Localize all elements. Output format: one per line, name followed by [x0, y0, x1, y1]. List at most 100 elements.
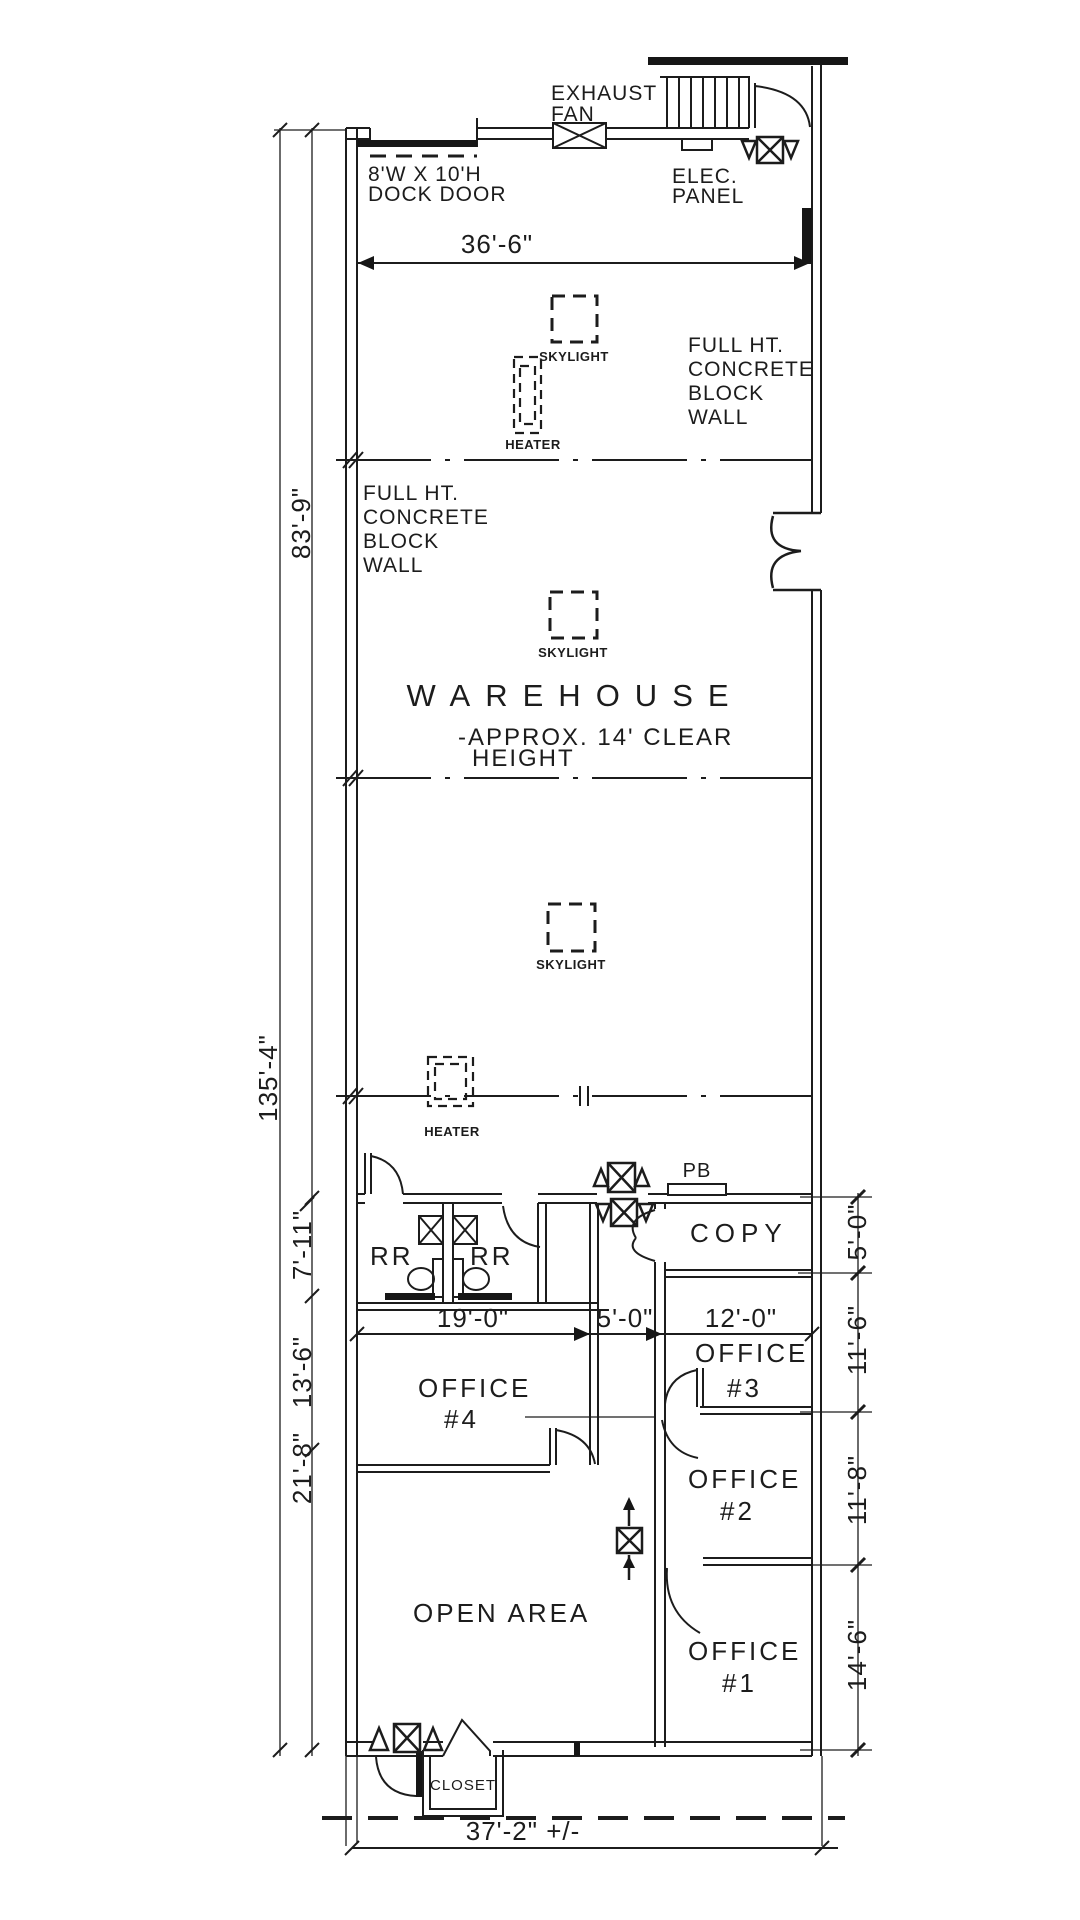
top-wall: [346, 118, 749, 147]
office2-label: OFFICE: [688, 1464, 801, 1494]
grid-line-break-ticks: [342, 451, 589, 1106]
rr-left-label: RR: [370, 1241, 414, 1271]
corridor-wall: [357, 1193, 812, 1204]
dim-rr-height: 7'-11": [287, 1210, 317, 1280]
label-dock-line1: 8'W X 10'H: [368, 163, 482, 186]
toilet-bowl-icon: [407, 1267, 435, 1291]
pb-panel: PB: [667, 1160, 727, 1196]
right-wall-pilaster: [802, 208, 812, 263]
skylight-label: SKYLIGHT: [538, 645, 608, 660]
skylight-1: SKYLIGHT: [539, 294, 608, 364]
interior-dimension-row: 19'-0" 5'-0" 12'-0": [349, 1303, 820, 1342]
warehouse-note-line2: HEIGHT: [472, 745, 575, 772]
exhaust-fan-x: [552, 122, 607, 149]
office1-door: [665, 1567, 701, 1634]
wall-note-line4: WALL: [688, 406, 748, 429]
heater-label: HEATER: [505, 437, 561, 452]
copy-room-label: COPY: [690, 1218, 788, 1248]
office3-number: #3: [727, 1373, 762, 1403]
right-dimension-chain: 5'-0" 11'-6" 11'-8" 14'-6": [798, 1188, 872, 1759]
copy-bottom-wall: [665, 1269, 812, 1278]
wall-note-line2: CONCRETE: [363, 506, 489, 529]
wall-note-line4: WALL: [363, 554, 423, 577]
concrete-wall-note-left: FULL HT. CONCRETE BLOCK WALL: [363, 482, 489, 577]
bottom-wall: [346, 1741, 812, 1757]
heater-icon: [512, 355, 543, 435]
office2-bottom-wall: [703, 1557, 812, 1566]
office2-number: #2: [720, 1496, 755, 1526]
dim-warehouse-height: 83'-9": [286, 487, 316, 559]
dim-top-width: 36'-6": [461, 229, 533, 259]
dim-open-height: 21'-8": [287, 1432, 317, 1504]
entry-door-swing: [375, 1756, 417, 1797]
pb-label: PB: [683, 1160, 712, 1182]
toilet-tanks: [432, 1258, 464, 1298]
light-fixture-corridor-upper: [592, 1161, 651, 1194]
light-fixture-corridor-lower: [594, 1197, 655, 1228]
heater-1: HEATER: [505, 355, 561, 452]
elec-panel-symbol: [681, 138, 713, 151]
closet: CLOSET: [422, 1718, 504, 1817]
restroom-fixtures: [385, 1215, 512, 1300]
top-width-dimension: 36'-6": [356, 229, 813, 276]
dim-bottom-width: 37'-2" +/-: [466, 1816, 581, 1846]
heater-2: HEATER: [424, 1055, 480, 1139]
label-elec-line2: PANEL: [672, 185, 744, 208]
light-fixture-open-area: [615, 1497, 644, 1580]
stair-treads: [660, 76, 750, 128]
top-right-canopy: [648, 57, 848, 65]
skylight-2: SKYLIGHT: [538, 590, 608, 660]
office2-door: [661, 1419, 699, 1459]
office1-number: #1: [722, 1668, 757, 1698]
label-elec-line1: ELEC.: [672, 165, 738, 188]
entry-door-leaf: [416, 1751, 422, 1797]
left-dimension-chain: 83'-9" 135'-4" 7'-11" 13'-6" 21'-8": [253, 122, 346, 1758]
restroom-door: [502, 1205, 541, 1248]
left-wall: [345, 128, 358, 1756]
heater-icon: [426, 1055, 475, 1108]
warehouse-door: [364, 1153, 404, 1195]
right-wall-double-door: [770, 511, 821, 592]
rr-right-label: RR: [470, 1241, 514, 1271]
wall-note-line3: BLOCK: [688, 382, 764, 405]
wall-note-line2: CONCRETE: [688, 358, 814, 381]
office-left-wall: [654, 1203, 666, 1747]
heater-label: HEATER: [424, 1124, 480, 1139]
office4-bottom-wall: [357, 1464, 550, 1473]
dim-19: 19'-0": [437, 1303, 509, 1333]
label-exhaust-line1: EXHAUST: [551, 82, 657, 105]
left-wall-extension: [345, 1756, 358, 1846]
office4-door: [549, 1428, 596, 1465]
office4-number: #4: [444, 1404, 479, 1434]
warehouse-title: WAREHOUSE: [406, 678, 743, 713]
restroom-counters: [385, 1293, 512, 1300]
right-wall: [811, 58, 822, 1756]
light-fixture-entry: [368, 1722, 444, 1754]
dim-copy-height: 5'-0": [842, 1204, 872, 1261]
open-area-label: OPEN AREA: [413, 1598, 590, 1628]
wall-note-line3: BLOCK: [363, 530, 439, 553]
light-arrowheads: [623, 1497, 635, 1568]
office-block-walls: [357, 1153, 812, 1747]
dim-office1-height: 14'-6": [842, 1619, 872, 1691]
warehouse-note-line1: -APPROX. 14' CLEAR: [458, 724, 733, 751]
skylight-3: SKYLIGHT: [536, 902, 605, 972]
top-exit-door: [748, 83, 811, 128]
exterior-walls: [345, 57, 848, 1846]
wall-note-line1: FULL HT.: [688, 334, 784, 357]
office3-bottom-wall: [700, 1406, 812, 1415]
label-dock-line2: DOCK DOOR: [368, 183, 507, 206]
restroom-walls: [357, 1203, 597, 1311]
bottom-dimension: 37'-2" +/-: [322, 1816, 845, 1856]
light-fixture-icon: [615, 1506, 644, 1580]
label-exhaust-line2: FAN: [551, 103, 595, 126]
exhaust-fan-symbol: [552, 122, 607, 149]
exterior-stairs: [660, 76, 750, 128]
concrete-wall-note-right: FULL HT. CONCRETE BLOCK WALL: [688, 334, 814, 429]
skylight-icon: [546, 902, 597, 953]
closet-label: CLOSET: [430, 1777, 496, 1794]
pb-panel-icon: [667, 1183, 727, 1196]
wall-note-line1: FULL HT.: [363, 482, 459, 505]
dim-total-height: 135'-4": [253, 1034, 283, 1122]
